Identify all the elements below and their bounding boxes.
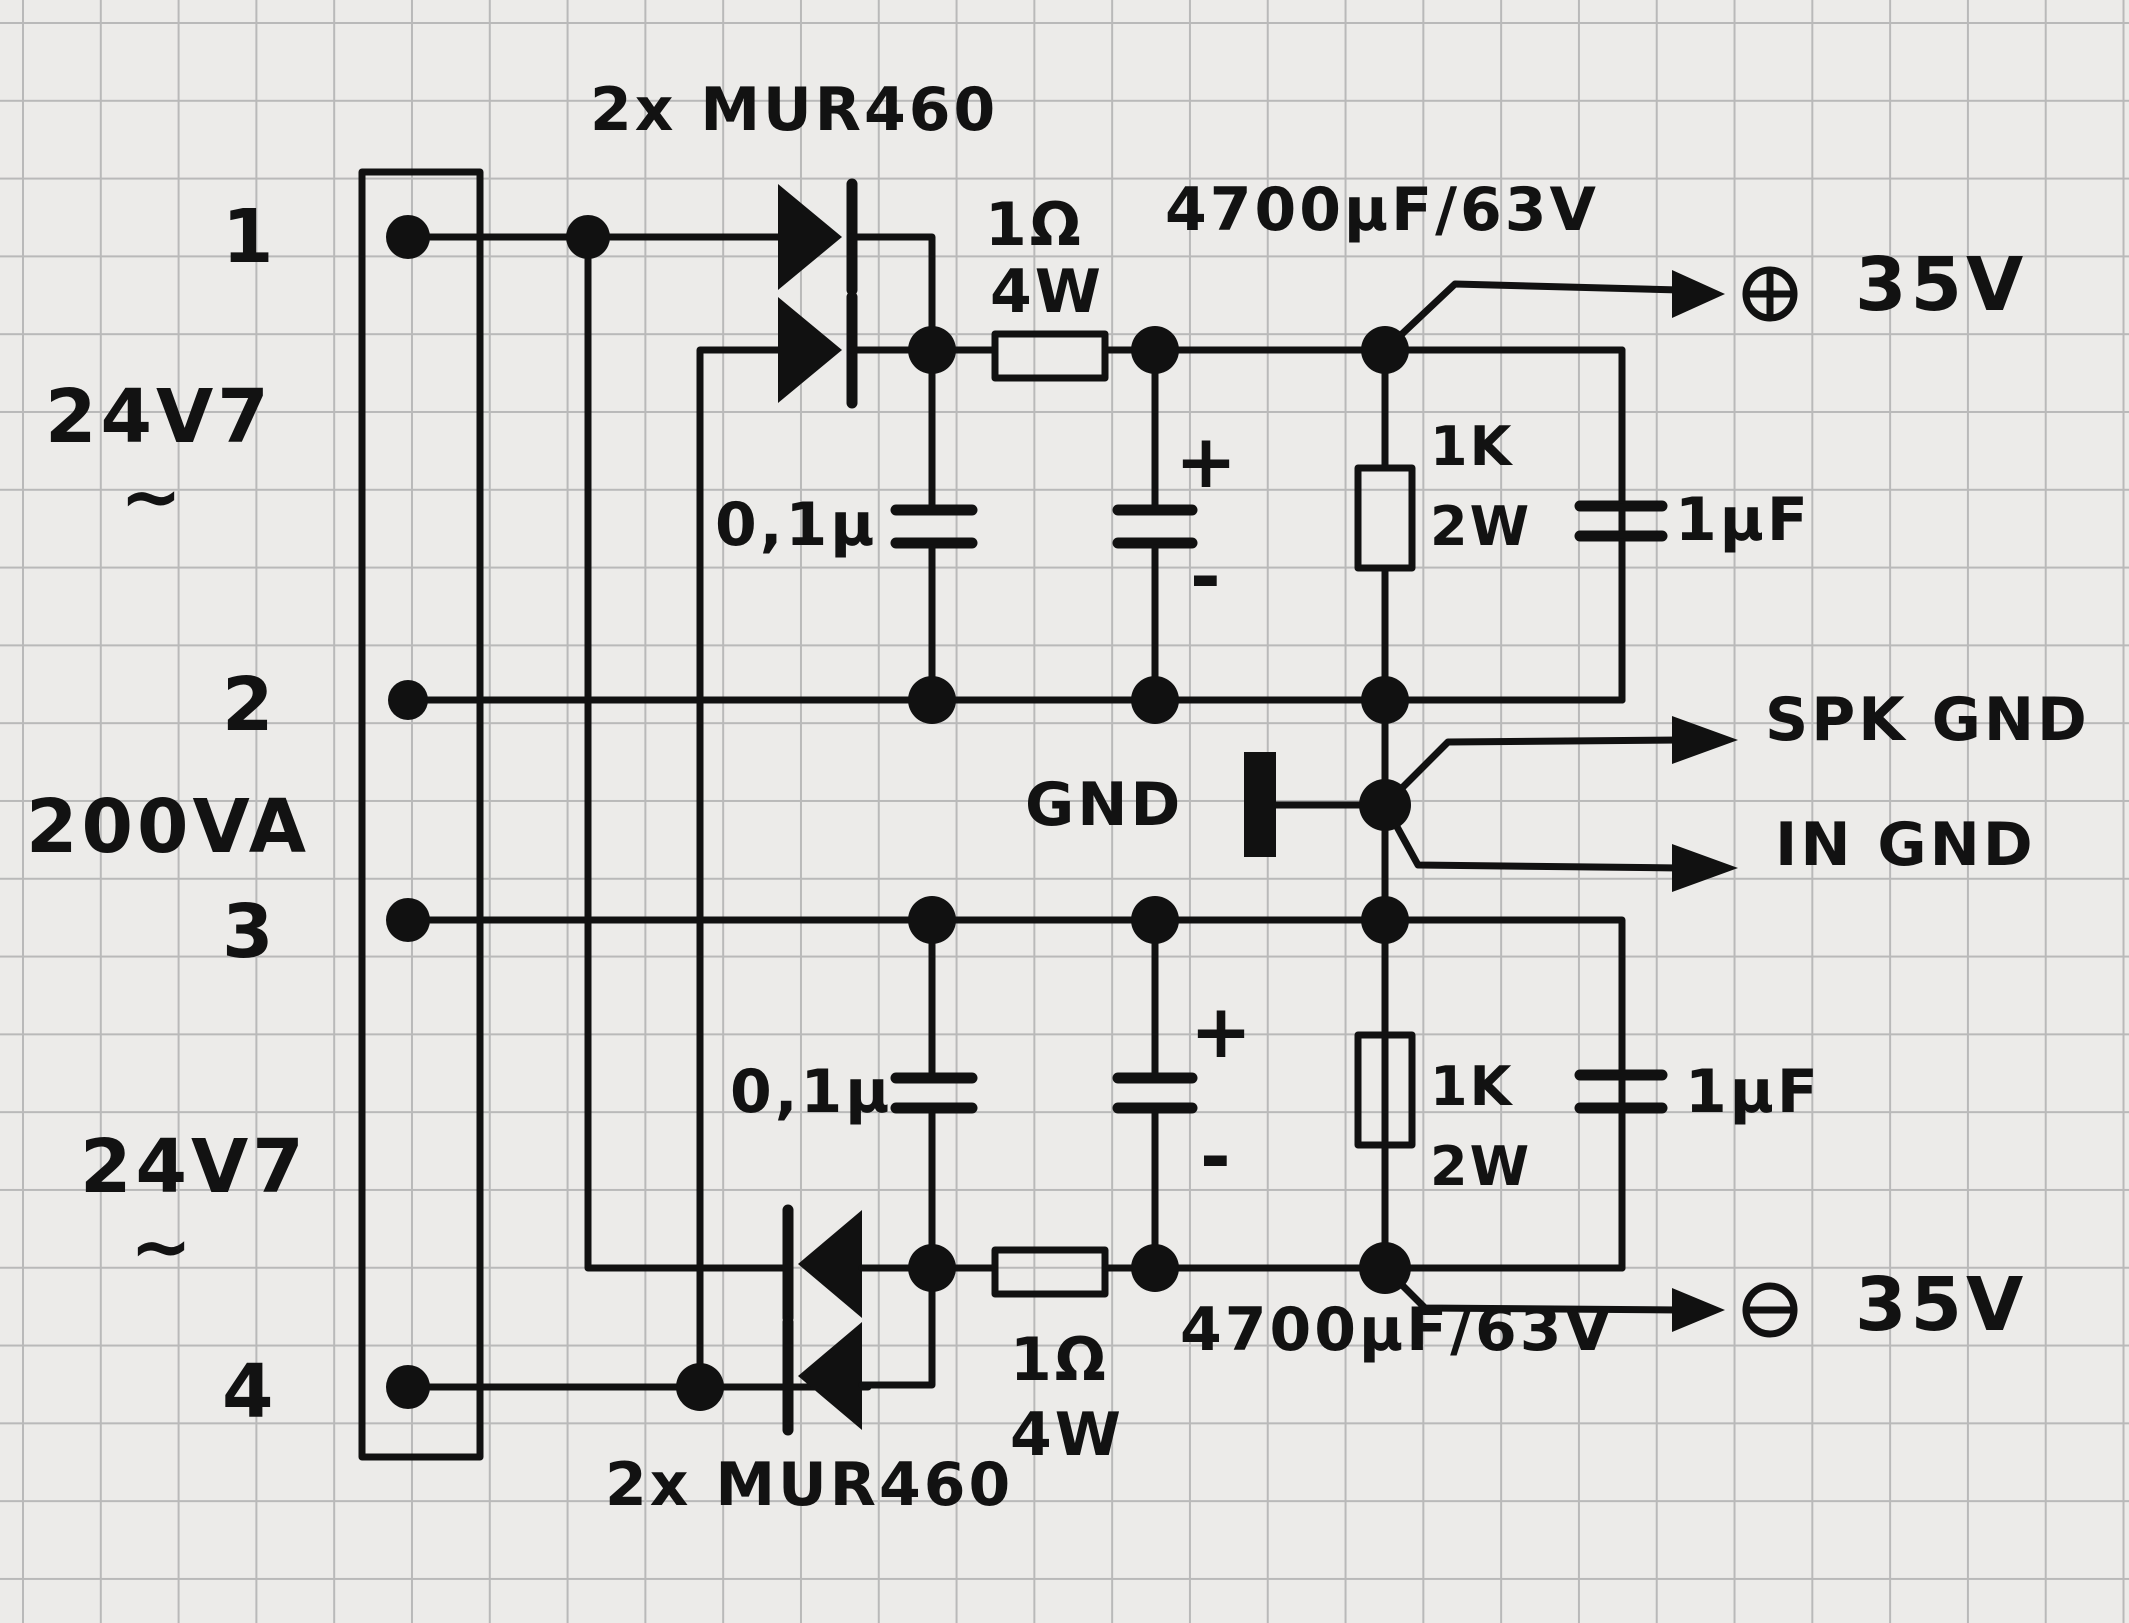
resistor-bleeder-bottom (1354, 1031, 1416, 1149)
small-cap-top-label: 0,1µ (715, 490, 878, 560)
junction-dots (386, 215, 1411, 1411)
small-cap-bottom-label: 0,1µ (730, 1057, 893, 1127)
resistor-bottom (991, 1246, 1109, 1298)
terminal-strip (358, 168, 484, 1461)
resistor-bottom-power: 4W (1010, 1400, 1124, 1470)
resistor-top-value: 1Ω (985, 190, 1084, 260)
arrow-in-gnd (1672, 844, 1738, 892)
diode-bottom-1 (782, 1204, 862, 1324)
bleeder-top-value: 1K (1430, 415, 1514, 478)
negative-output-label: 35V (1855, 1262, 2028, 1348)
filter-cap-top-minus: - (1190, 534, 1225, 620)
filter-cap-top-label: 4700µF/63V (1165, 175, 1599, 245)
gnd-label: GND (1025, 770, 1184, 840)
wire-spk-gnd (1381, 736, 1684, 809)
resistor-bottom-value: 1Ω (1010, 1325, 1109, 1395)
gnd-block (1244, 752, 1276, 857)
terminal-label-1: 1 (222, 194, 278, 280)
resistor-top (991, 330, 1109, 382)
arrow-pos-out (1672, 270, 1725, 318)
arrow-neg-out (1672, 1288, 1725, 1332)
wire-diode-join-bottom (858, 1264, 936, 1389)
rectifier-label-top: 2x MUR460 (590, 75, 999, 145)
bleeder-top-power: 2W (1430, 495, 1532, 558)
diode-top-1 (778, 178, 858, 296)
diode-top-2 (778, 291, 858, 409)
bleeder-bottom-value: 1K (1430, 1055, 1514, 1118)
filter-cap-top-plus: + (1175, 419, 1242, 505)
rectifier-label-bottom: 2x MUR460 (605, 1450, 1014, 1520)
positive-output-label: 35V (1855, 242, 2028, 328)
bypass-cap-bottom-label: 1µF (1685, 1057, 1821, 1127)
spk-gnd-label: SPK GND (1765, 685, 2090, 755)
diode-bottom-2 (782, 1316, 862, 1436)
wire-t1-down (584, 233, 792, 1272)
in-gnd-label: IN GND (1775, 810, 2036, 880)
winding-top-voltage: 24V7 (45, 374, 273, 460)
ac-symbol-top: ~ (120, 454, 187, 540)
filter-cap-bottom-label: 4700µF/63V (1180, 1295, 1614, 1365)
wire-in-gnd (1381, 801, 1684, 872)
arrow-spk-gnd (1672, 716, 1738, 764)
wire-t3-rail (404, 916, 1626, 1272)
terminal-label-3: 3 (222, 889, 278, 975)
winding-bottom-voltage: 24V7 (80, 1124, 308, 1210)
resistor-top-power: 4W (990, 257, 1104, 327)
terminal-label-2: 2 (222, 662, 278, 748)
bypass-cap-top-label: 1µF (1675, 485, 1811, 555)
wire-pos-out (1381, 280, 1684, 354)
wire-diode-join (848, 233, 936, 354)
terminal-label-4: 4 (222, 1349, 278, 1435)
transformer-rating: 200VA (26, 784, 310, 870)
wire-t4-up (696, 346, 792, 1391)
ac-symbol-bottom: ~ (130, 1204, 197, 1290)
bleeder-bottom-power: 2W (1430, 1135, 1532, 1198)
filter-cap-bottom-minus: - (1200, 1114, 1235, 1200)
filter-cap-bottom-plus: + (1190, 989, 1257, 1075)
resistor-bleeder-top (1354, 464, 1416, 572)
